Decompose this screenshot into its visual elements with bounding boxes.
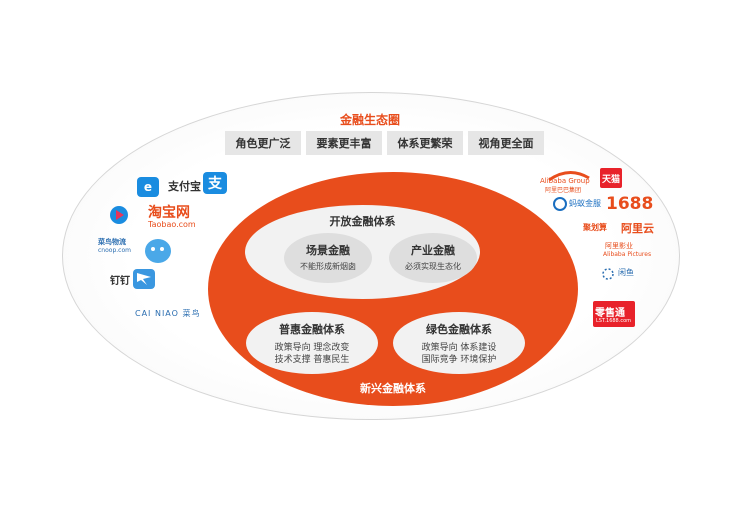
- ecosystem-title: 金融生态圈: [339, 113, 400, 127]
- alipay-wallet-icon: e: [137, 177, 159, 197]
- dingtalk-logo: 钉钉: [110, 276, 130, 287]
- scene-finance-ellipse: [284, 233, 372, 283]
- ant-logo: 蚂蚁金服: [569, 199, 601, 208]
- scene-finance-desc: 不能形成新烟囱: [300, 262, 356, 271]
- green-finance-ellipse: [393, 312, 525, 374]
- alipay-logo: 支付宝: [168, 180, 201, 193]
- 1688-logo: 1688: [606, 194, 654, 214]
- aliyun-logo: 阿里云: [621, 222, 654, 235]
- lingshoutong-text: 零售通: [595, 308, 625, 319]
- tag-system: 体系更繁荣: [387, 131, 463, 155]
- green-finance-line-1: 政策导向 体系建设: [421, 343, 497, 353]
- alipay-icon: 支: [203, 172, 227, 194]
- youku-icon: [108, 205, 130, 225]
- alibaba-group-cn: 阿里巴巴集团: [545, 187, 582, 194]
- scene-finance-title: 场景金融: [306, 244, 350, 257]
- lingshoutong-sub: LST.1688.com: [596, 318, 632, 324]
- ant-icon: [553, 196, 567, 211]
- xianyu-icon: [601, 266, 615, 280]
- inclusive-finance-ellipse: [246, 312, 378, 374]
- cnbao-sub: cnoop.com: [98, 247, 131, 254]
- cainiao-logo: CAI NIAO 菜鸟: [135, 309, 201, 318]
- tag-roles: 角色更广泛: [225, 131, 301, 155]
- industry-finance-title: 产业金融: [411, 244, 455, 257]
- open-finance-title: 开放金融体系: [329, 215, 396, 228]
- taobao-sub: Taobao.com: [148, 220, 196, 229]
- xianyu-logo: 闲鱼: [618, 268, 634, 277]
- tmall-logo: 天猫: [600, 168, 622, 188]
- inclusive-finance-title: 普惠金融体系: [279, 323, 345, 336]
- industry-finance-ellipse: [389, 233, 477, 283]
- dingtalk-icon: [133, 269, 155, 289]
- industry-finance-desc: 必须实现生态化: [405, 262, 461, 271]
- alibaba-pictures-en: Alibaba Pictures: [603, 251, 652, 258]
- tag-perspective: 视角更全面: [468, 131, 544, 155]
- aliwangwang-icon: [143, 237, 173, 265]
- alibaba-pictures-logo: 阿里影业: [605, 242, 633, 250]
- alibaba-group-logo: [545, 168, 593, 192]
- juhuasuan-logo: 聚划算: [583, 223, 607, 232]
- new-finance-title: 新兴金融体系: [360, 382, 426, 395]
- lingshoutong-logo: [593, 301, 635, 327]
- inclusive-finance-line-2: 技术支撑 普惠民生: [274, 355, 350, 365]
- green-finance-title: 绿色金融体系: [426, 323, 492, 336]
- cnbao-logo: 菜鸟物流: [98, 238, 126, 246]
- inclusive-finance-line-1: 政策导向 理念改变: [274, 343, 350, 353]
- green-finance-line-2: 国际竞争 环境保护: [421, 355, 497, 365]
- tag-elements: 要素更丰富: [306, 131, 382, 155]
- taobao-logo: 淘宝网: [148, 205, 190, 221]
- alibaba-group-text: Alibaba Group: [540, 177, 590, 185]
